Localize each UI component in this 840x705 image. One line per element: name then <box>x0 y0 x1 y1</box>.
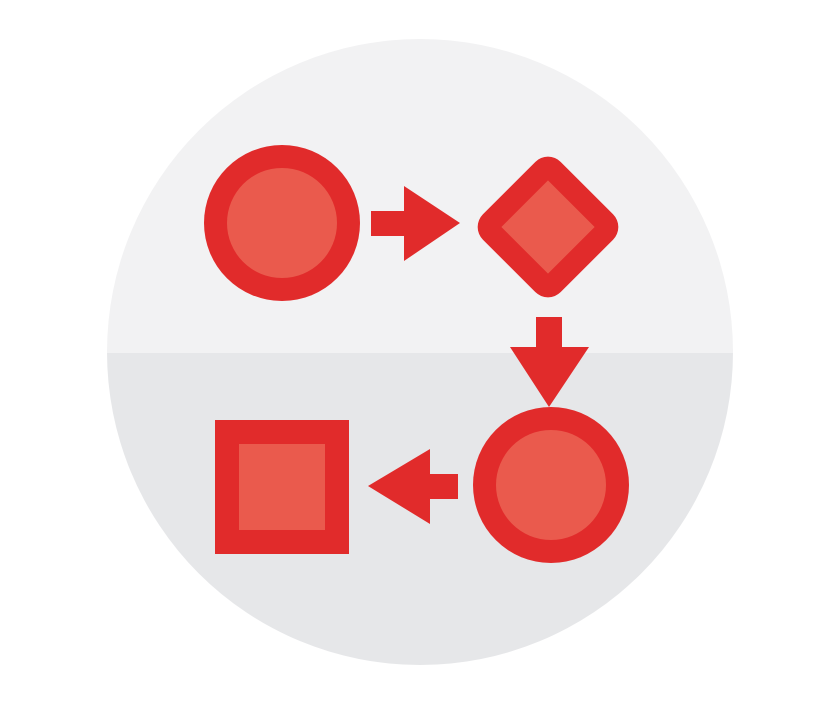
badge-background <box>107 39 733 665</box>
process-node <box>473 407 629 563</box>
start-node <box>204 145 360 301</box>
decision-diamond-inner <box>501 180 595 274</box>
arrow-right-icon <box>371 186 460 261</box>
arrow-left-icon <box>368 449 458 524</box>
end-node <box>215 420 349 554</box>
end-square-inner <box>239 444 325 530</box>
process-circle-inner <box>496 430 606 540</box>
arrow-down-icon <box>510 317 589 407</box>
start-circle-inner <box>227 168 337 278</box>
badge-bottom-half <box>107 353 733 665</box>
badge-top-half <box>107 39 733 353</box>
decision-node <box>477 156 619 298</box>
